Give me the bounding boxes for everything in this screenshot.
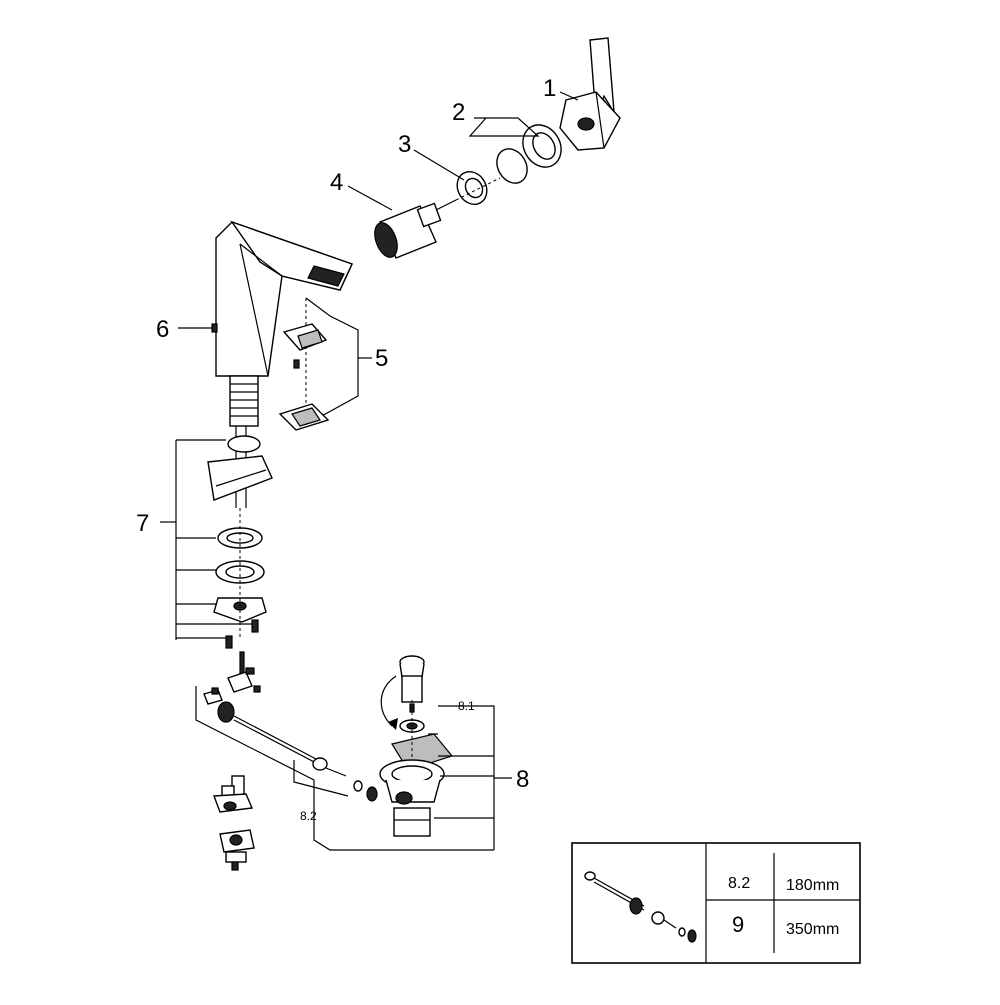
hose-connectors — [213, 775, 255, 871]
callout-4: 4 — [330, 169, 343, 196]
callout-8-2: 8.2 — [300, 809, 317, 823]
sensor-module — [278, 297, 359, 431]
faucet-body — [211, 220, 353, 508]
variant-label-8-2: 8.2 — [728, 875, 750, 892]
callout-6: 6 — [156, 316, 169, 343]
popup-rod-assembly — [203, 651, 378, 802]
variant-rod-icon — [584, 871, 697, 943]
cartridge — [374, 199, 457, 259]
variant-value-9: 350mm — [786, 921, 839, 938]
callout-2: 2 — [452, 99, 465, 126]
variant-table: 8.2 180mm 9 350mm — [571, 842, 861, 964]
callout-8-1: 8.1 — [458, 699, 475, 713]
callout-1: 1 — [543, 75, 556, 102]
drain-assembly — [379, 655, 454, 837]
retaining-nut — [456, 170, 488, 206]
variant-label-9: 9 — [732, 912, 744, 937]
lever-handle — [559, 37, 621, 151]
variant-value-8-2: 180mm — [786, 877, 839, 894]
callout-8: 8 — [516, 766, 529, 793]
callout-5: 5 — [375, 345, 388, 372]
callout-3: 3 — [398, 131, 411, 158]
callout-7: 7 — [136, 510, 149, 537]
